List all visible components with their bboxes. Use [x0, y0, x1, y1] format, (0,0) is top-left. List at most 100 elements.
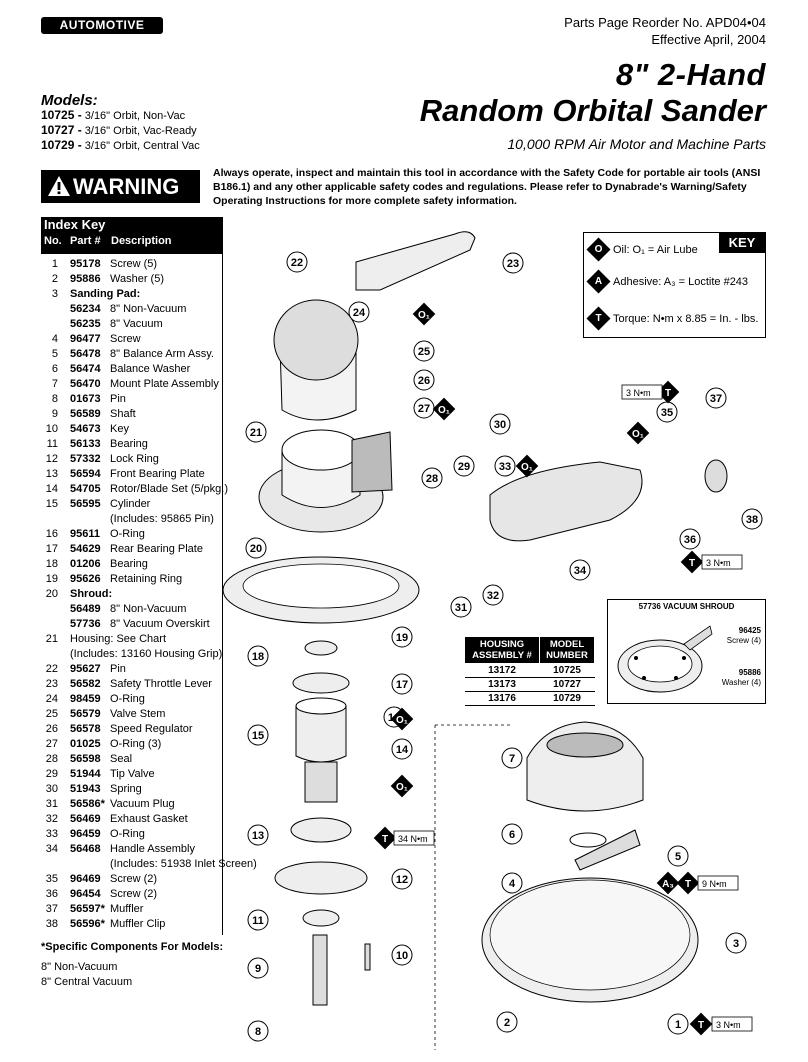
- index-desc: Retaining Ring: [110, 573, 183, 585]
- index-no: 31: [45, 798, 58, 810]
- svg-text:24: 24: [353, 307, 366, 319]
- torque-icon: T: [586, 306, 611, 331]
- model-item: 10725 - 3/16" Orbit, Non-Vac: [41, 108, 185, 122]
- svg-text:1: 1: [675, 1019, 681, 1031]
- index-part-number: 96469: [70, 873, 101, 885]
- callout-25: 25: [413, 340, 435, 362]
- index-desc: Spring: [110, 783, 142, 795]
- index-no: 34: [45, 843, 58, 855]
- adhesive-marker-icon: A₃: [656, 871, 680, 895]
- svg-text:3: 3: [733, 938, 739, 950]
- index-no: 25: [45, 708, 58, 720]
- svg-text:5: 5: [675, 851, 681, 863]
- index-desc: Bearing: [110, 558, 148, 570]
- callout-34: 34: [569, 559, 591, 581]
- specific-item: 8" Non-Vacuum: [41, 961, 118, 973]
- index-part-number: 51944: [70, 768, 101, 780]
- index-no: 5: [51, 348, 58, 360]
- oil-marker-icon: O₁: [390, 707, 414, 731]
- warning-text: Always operate, inspect and maintain thi…: [213, 167, 761, 207]
- callout-29: 29: [453, 455, 475, 477]
- housing-part: [258, 299, 393, 533]
- callout-28: 28: [421, 467, 443, 489]
- index-part-number: 57332: [70, 453, 101, 465]
- index-desc: Tip Valve: [110, 768, 155, 780]
- reorder-info: Parts Page Reorder No. APD04•04 Effectiv…: [564, 14, 766, 48]
- index-part-number: 56598: [70, 753, 101, 765]
- index-no: 24: [45, 693, 58, 705]
- svg-text:14: 14: [396, 744, 409, 756]
- torque-marker-icon: T: [676, 871, 700, 895]
- balance-arm-part: [574, 829, 641, 871]
- adhesive-icon: A: [586, 269, 611, 294]
- svg-text:27: 27: [418, 403, 430, 415]
- index-no: 15: [45, 498, 58, 510]
- page-title-line2: Random Orbital Sander: [419, 93, 766, 128]
- warning-banner: WARNING: [41, 170, 200, 203]
- index-key-header: Index Key No. Part # Description: [41, 217, 222, 254]
- housing-col-header: HOUSING ASSEMBLY #: [464, 636, 540, 664]
- svg-text:23: 23: [507, 258, 519, 270]
- housing-cell: 13173: [464, 677, 540, 692]
- index-part-number: 56578: [70, 723, 101, 735]
- category-badge: AUTOMOTIVE: [41, 17, 163, 34]
- svg-text:26: 26: [418, 375, 430, 387]
- svg-text:O₁: O₁: [396, 715, 408, 726]
- index-part-number: 56234: [70, 303, 101, 315]
- index-desc: Screw (2): [110, 873, 158, 885]
- index-no: 36: [45, 888, 58, 900]
- index-no: 16: [45, 528, 58, 540]
- callout-6: 6: [501, 823, 523, 845]
- index-desc: Screw (2): [110, 888, 158, 900]
- callout-17: 17: [391, 673, 413, 695]
- oil-marker-icon: O₁: [412, 302, 436, 326]
- callout-16: 16: [383, 706, 405, 728]
- index-no: 19: [45, 573, 58, 585]
- index-desc: Lock Ring: [110, 453, 159, 465]
- index-no: 26: [45, 723, 58, 735]
- callout-12: 12: [391, 868, 413, 890]
- svg-text:A₃: A₃: [662, 879, 674, 890]
- index-desc: Vacuum Plug: [110, 798, 175, 810]
- svg-text:7: 7: [509, 753, 515, 765]
- model-col-header: MODEL NUMBER: [539, 636, 595, 664]
- index-desc: Handle Assembly: [110, 843, 195, 855]
- svg-text:22: 22: [291, 257, 303, 269]
- sanding-pad-part: [481, 877, 699, 1003]
- svg-text:38: 38: [746, 514, 758, 526]
- oil-marker-icon: O₁: [515, 454, 539, 478]
- index-part-number: 56597*: [70, 903, 105, 915]
- callout-20: 20: [245, 537, 267, 559]
- index-no: 38: [45, 918, 58, 930]
- index-part-number: 57736: [70, 618, 101, 630]
- callout-31: 31: [450, 596, 472, 618]
- callout-9: 9: [247, 957, 269, 979]
- index-desc: (Includes: 51938 Inlet Screen): [110, 858, 257, 870]
- svg-text:32: 32: [487, 590, 499, 602]
- callout-15: 15: [247, 724, 269, 746]
- motor-stack-part: [274, 640, 371, 1006]
- model-desc: 3/16" Orbit, Central Vac: [84, 140, 200, 152]
- index-no: 10: [45, 423, 58, 435]
- callout-38: 38: [741, 508, 763, 530]
- svg-text:17: 17: [396, 679, 408, 691]
- index-desc: Pin: [110, 663, 126, 675]
- mount-plate-part: [526, 721, 644, 812]
- index-desc: Exhaust Gasket: [110, 813, 188, 825]
- model-desc: 3/16" Orbit, Vac-Ready: [84, 125, 197, 137]
- index-part-number: 01025: [70, 738, 101, 750]
- index-part-number: 56594: [70, 468, 101, 480]
- svg-text:3 N•m: 3 N•m: [626, 388, 651, 398]
- specific-item: 8" Central Vacuum: [41, 976, 133, 988]
- page-title-line1: 8" 2-Hand: [615, 57, 766, 92]
- index-part-number: 54705: [70, 483, 101, 495]
- index-part-number: 95178: [70, 258, 101, 270]
- callout-36: 36: [679, 528, 701, 550]
- key-oil-text: Oil: O₁ = Air Lube: [613, 243, 698, 256]
- torque-value-label: 34 N•m: [393, 830, 435, 846]
- callout-32: 32: [482, 584, 504, 606]
- torque-marker-icon: T: [373, 826, 397, 850]
